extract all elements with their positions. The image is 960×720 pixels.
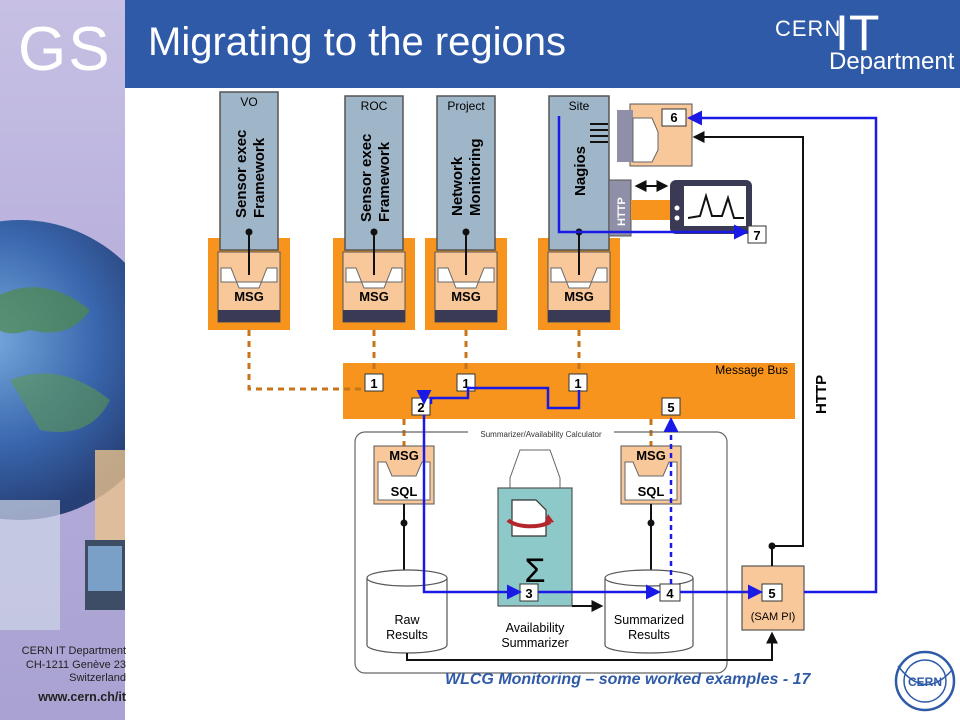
it-logo-text: IT [835,5,880,61]
sql-right: SQL [638,484,665,499]
raw-results-line1: Raw [394,613,420,627]
footer-url: www.cern.ch/it [38,690,126,704]
column-project [425,95,507,330]
msg-right: MSG [636,448,666,463]
sql-left: SQL [391,484,418,499]
blue-flow-arrows [416,110,878,600]
nagios-label: Nagios [572,146,589,196]
column-vo [208,91,290,330]
http-small-label: HTTP [616,197,628,226]
message-bus-label: Message Bus [715,363,788,377]
department-logo-text: Department [829,48,955,75]
black-flow-arrows [406,131,804,661]
step-1-project: 1 [462,376,469,391]
sam-pi-label: (SAM PI) [751,611,796,623]
cern-emblem: CERN [894,650,956,712]
step-4: 4 [666,586,674,601]
site-msg: MSG [564,289,594,304]
http-vertical-label: HTTP [813,375,830,414]
step-1-roc: 1 [370,376,377,391]
step-1-site: 1 [574,376,581,391]
summarizer-label: Summarizer/Availability Calculator [480,430,602,439]
raw-results-line2: Results [386,628,428,642]
availability-summarizer-line2: Summarizer [501,636,568,650]
roc-label: ROC [361,99,388,113]
step-2: 2 [417,400,424,415]
cern-emblem-text: CERN [908,675,942,689]
address-line: Switzerland [69,672,126,684]
address-line: CH-1211 Genève 23 [25,658,126,671]
vo-framework-line1: Sensor exec [233,130,250,218]
page-title: Migrating to the regions [148,20,567,64]
column-roc [333,95,415,330]
column-site [538,95,767,330]
sigma-icon: Σ [524,552,545,590]
vo-framework-line2: Framework [251,137,268,218]
cern-logo-text: CERN [775,16,842,41]
availability-summarizer-line1: Availability [506,621,566,635]
sidebar: GS [0,0,125,720]
roc-framework-line2: Framework [376,141,393,222]
roc-msg: MSG [359,289,389,304]
step-5-bus: 5 [667,400,674,415]
summarized-results-line1: Summarized [614,613,684,627]
network-monitoring-line2: Monitoring [467,139,484,216]
msg-left: MSG [389,448,419,463]
vo-msg: MSG [234,289,264,304]
footer-address: CERN IT Department CH-1211 Genève 23 Swi… [0,645,126,686]
gs-logo: GS [18,15,112,84]
step-5-sam: 5 [768,586,775,601]
step-6: 6 [670,110,677,125]
network-monitoring-line1: Network [449,156,466,216]
roc-framework-line1: Sensor exec [358,134,375,222]
site-label: Site [569,99,590,113]
globe-illustration [0,220,125,630]
step-7: 7 [753,228,760,243]
summarized-results-line2: Results [628,628,670,642]
step-3: 3 [525,586,532,601]
footer-caption: WLCG Monitoring – some worked examples -… [445,671,811,688]
address-line: CERN IT Department [21,645,126,657]
header-bar [125,0,960,88]
project-msg: MSG [451,289,481,304]
project-label: Project [447,99,485,113]
vo-label: VO [240,95,257,109]
